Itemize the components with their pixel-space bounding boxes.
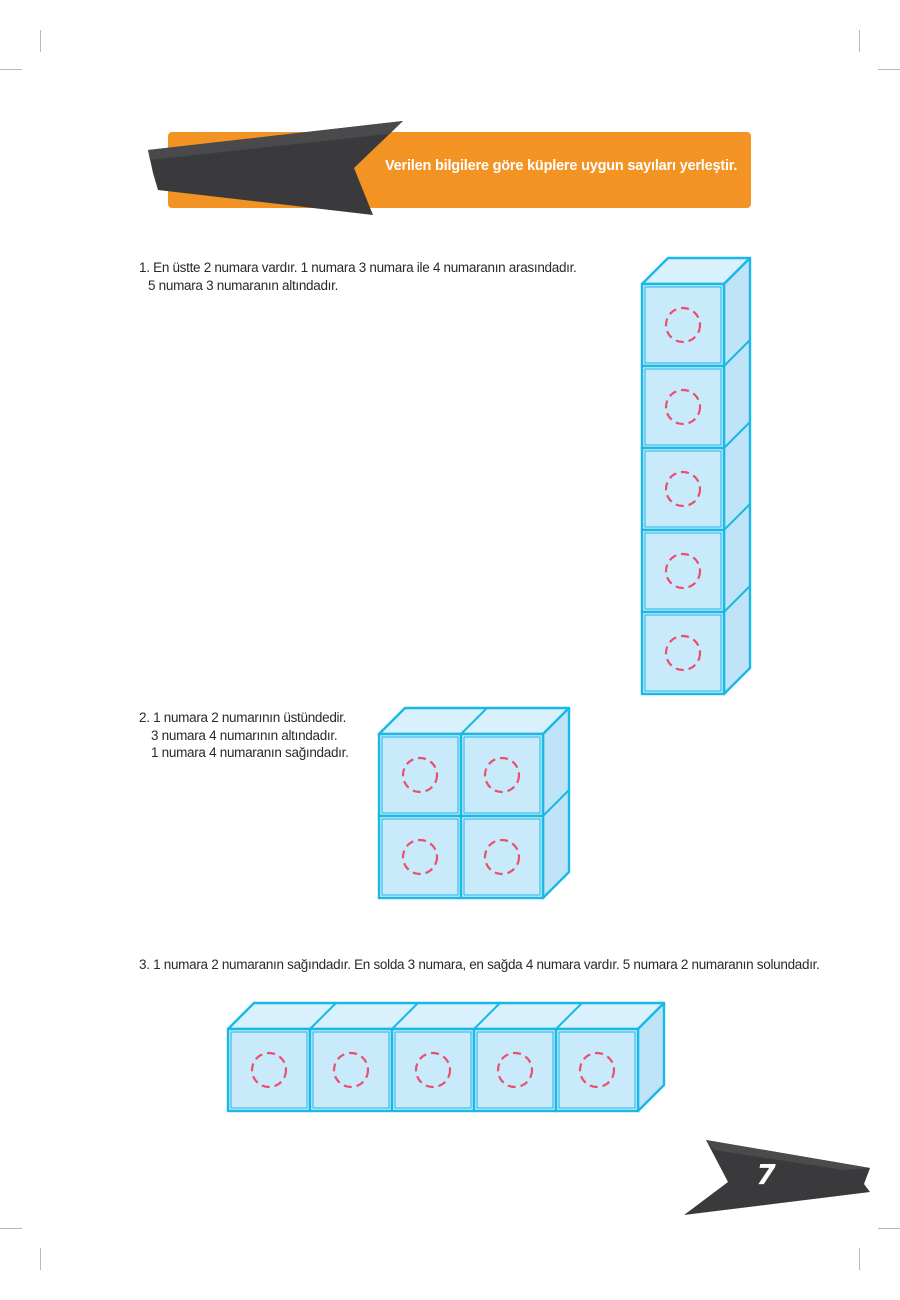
cube-front-face <box>640 364 726 450</box>
question-text: 2. 1 numara 2 numarının üstündedir. <box>139 710 347 725</box>
cube-inner-edge <box>644 286 722 364</box>
cube-inner-edge <box>644 450 722 528</box>
cube-front-face <box>308 1027 394 1113</box>
crop-mark <box>859 1248 860 1270</box>
cube-inner-edge <box>463 736 541 814</box>
question-text: 3 numara 4 numarının altındadır. <box>151 727 338 743</box>
cube-inner-edge <box>644 614 722 692</box>
cube-inner-edge <box>476 1031 554 1109</box>
answer-circle <box>483 838 521 876</box>
cube-top-face <box>226 1001 666 1031</box>
page-number-badge: 7 <box>684 1140 874 1216</box>
cube-inner-edge <box>644 532 722 610</box>
cube-front-face <box>377 814 463 900</box>
cube-inner-edge <box>230 1031 308 1109</box>
cube-edge <box>460 707 488 735</box>
cube-front-face <box>472 1027 558 1113</box>
answer-circle <box>664 470 702 508</box>
cube-inner-edge <box>381 818 459 896</box>
cube-front-face <box>640 610 726 696</box>
cube-row <box>226 1001 666 1113</box>
question-text: 3. 1 numara 2 numaranın sağındadır. En s… <box>139 957 820 972</box>
cube-edge <box>723 421 751 449</box>
cube-edge <box>473 1002 501 1030</box>
cube-inner-edge <box>644 368 722 446</box>
crop-mark <box>859 30 860 52</box>
instruction-text: Verilen bilgilere göre küplere uygun say… <box>385 158 738 174</box>
cube-group <box>640 256 752 696</box>
cube-front-face <box>226 1027 312 1113</box>
answer-circle <box>664 388 702 426</box>
ribbon-decoration <box>148 121 403 215</box>
question-text: 1. En üstte 2 numara vardır. 1 numara 3 … <box>139 260 577 275</box>
cube-front-face <box>640 528 726 614</box>
crop-mark <box>878 1228 900 1229</box>
cube-inner-edge <box>558 1031 636 1109</box>
cube-front-face <box>459 814 545 900</box>
cube-square <box>377 706 571 900</box>
cube-front-face <box>459 732 545 818</box>
crop-mark <box>40 1248 41 1270</box>
cube-front-face <box>640 446 726 532</box>
answer-circle <box>578 1051 616 1089</box>
instruction-banner: Verilen bilgilere göre küplere uygun say… <box>148 118 758 218</box>
crop-mark <box>40 30 41 52</box>
question-text: 1 numara 4 numaranın sağındadır. <box>151 745 349 760</box>
answer-circle <box>664 306 702 344</box>
question-3: 3. 1 numara 2 numaranın sağındadır. En s… <box>139 956 820 974</box>
cube-edge <box>542 789 570 817</box>
cube-inner-edge <box>381 736 459 814</box>
crop-mark <box>878 69 900 70</box>
cube-edge <box>555 1002 583 1030</box>
answer-circle <box>414 1051 452 1089</box>
cube-edge <box>391 1002 419 1030</box>
cube-edge <box>723 503 751 531</box>
answer-circle <box>664 552 702 590</box>
cube-inner-edge <box>394 1031 472 1109</box>
cube-inner-edge <box>463 818 541 896</box>
page-ribbon <box>684 1140 870 1215</box>
answer-circle <box>401 756 439 794</box>
answer-circle <box>483 756 521 794</box>
cube-inner-edge <box>312 1031 390 1109</box>
answer-circle <box>250 1051 288 1089</box>
crop-mark <box>0 1228 22 1229</box>
cube-edge <box>723 339 751 367</box>
cube-group <box>377 706 571 900</box>
question-2: 2. 1 numara 2 numarının üstündedir. 3 nu… <box>139 709 349 762</box>
cube-front-face <box>377 732 463 818</box>
cube-front-face <box>640 282 726 368</box>
answer-circle <box>332 1051 370 1089</box>
cube-edge <box>309 1002 337 1030</box>
crop-mark <box>0 69 22 70</box>
cube-tower <box>640 256 752 696</box>
answer-circle <box>401 838 439 876</box>
cube-group <box>226 1001 666 1113</box>
cube-front-face <box>390 1027 476 1113</box>
answer-circle <box>664 634 702 672</box>
cube-front-face <box>554 1027 640 1113</box>
cube-side-face <box>722 256 752 696</box>
answer-circle <box>496 1051 534 1089</box>
cube-edge <box>723 585 751 613</box>
question-1: 1. En üstte 2 numara vardır. 1 numara 3 … <box>139 259 577 294</box>
page-number: 7 <box>756 1158 776 1191</box>
question-text: 5 numara 3 numaranın altındadır. <box>148 277 339 293</box>
